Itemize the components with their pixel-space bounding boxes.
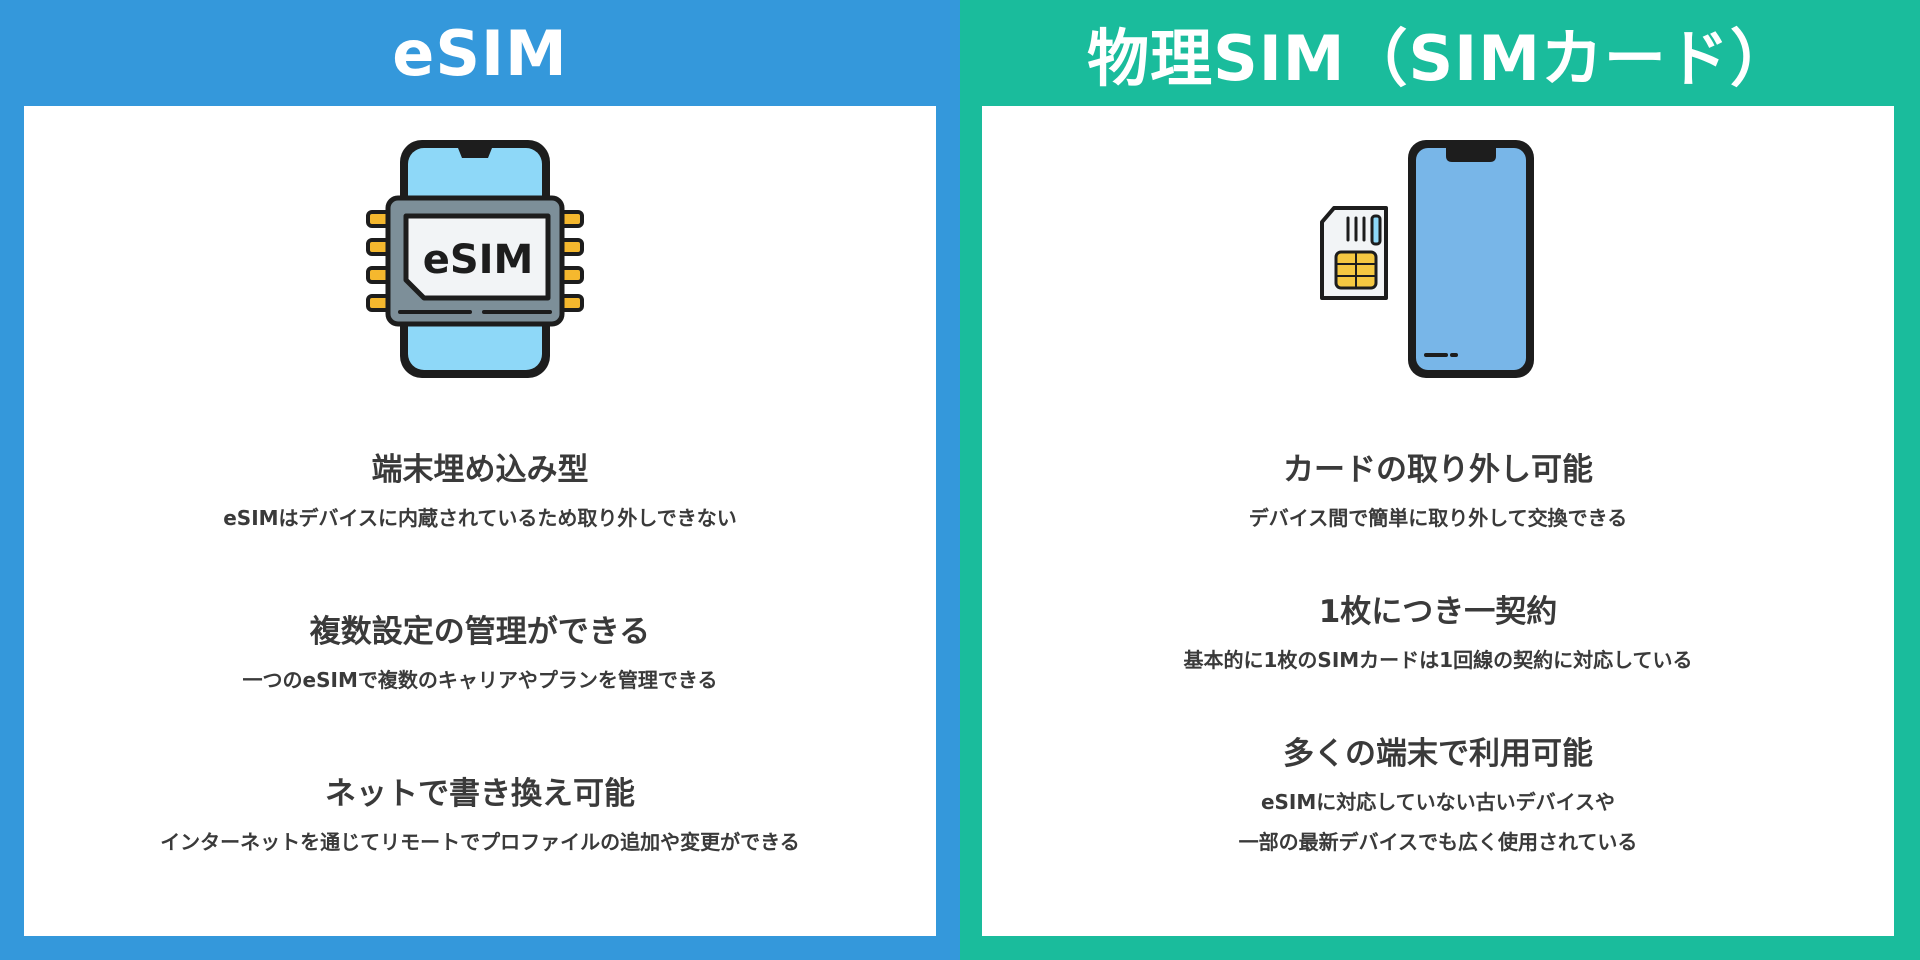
physical-sim-illustration xyxy=(982,136,1894,386)
feature-heading: ネットで書き換え可能 xyxy=(325,776,635,812)
feature-heading: カードの取り外し可能 xyxy=(1283,452,1593,488)
feature-description-line-1: eSIMに対応していない古いデバイスや xyxy=(1260,790,1616,814)
esim-illustration: eSIM xyxy=(24,136,936,386)
feature-description: デバイス間で簡単に取り外して交換できる xyxy=(1248,506,1628,530)
feature-description: 一つのeSIMで複数のキャリアやプランを管理できる xyxy=(242,668,718,692)
feature-heading: 複数設定の管理ができる xyxy=(309,614,651,650)
esim-card: eSIM 端末埋め込み型 eSIMはデバイスに内蔵されているため取り外しできない… xyxy=(24,106,936,936)
feature-heading: 多くの端末で利用可能 xyxy=(1283,736,1593,772)
esim-feature-2: 複数設定の管理ができる 一つのeSIMで複数のキャリアやプランを管理できる xyxy=(24,610,936,700)
physical-sim-panel-title: 物理SIM（SIMカード） xyxy=(1087,22,1793,95)
physical-sim-panel: 物理SIM（SIMカード） xyxy=(960,0,1920,960)
feature-heading: 端末埋め込み型 xyxy=(371,452,589,488)
esim-panel: eSIM xyxy=(0,0,960,960)
feature-heading: 1枚につき一契約 xyxy=(1318,594,1558,630)
physical-sim-card: カードの取り外し可能 デバイス間で簡単に取り外して交換できる 1枚につき一契約 … xyxy=(982,106,1894,936)
physical-sim-feature-1: カードの取り外し可能 デバイス間で簡単に取り外して交換できる xyxy=(982,448,1894,538)
feature-description: 基本的に1枚のSIMカードは1回線の契約に対応している xyxy=(1183,648,1693,672)
physical-sim-feature-3: 多くの端末で利用可能 eSIMに対応していない古いデバイスや 一部の最新デバイス… xyxy=(982,732,1894,862)
esim-feature-3: ネットで書き換え可能 インターネットを通じてリモートでプロファイルの追加や変更が… xyxy=(24,772,936,862)
feature-description: インターネットを通じてリモートでプロファイルの追加や変更ができる xyxy=(160,830,800,854)
esim-feature-1: 端末埋め込み型 eSIMはデバイスに内蔵されているため取り外しできない xyxy=(24,448,936,538)
esim-chip-phone-icon: eSIM xyxy=(366,140,584,378)
physical-sim-feature-2: 1枚につき一契約 基本的に1枚のSIMカードは1回線の契約に対応している xyxy=(982,590,1894,680)
sim-card-phone-icon xyxy=(1320,140,1534,378)
feature-description: eSIMはデバイスに内蔵されているため取り外しできない xyxy=(223,506,737,530)
esim-chip-label: eSIM xyxy=(423,237,534,283)
esim-panel-title: eSIM xyxy=(392,16,568,90)
feature-description-line-2: 一部の最新デバイスでも広く使用されている xyxy=(1238,830,1638,854)
